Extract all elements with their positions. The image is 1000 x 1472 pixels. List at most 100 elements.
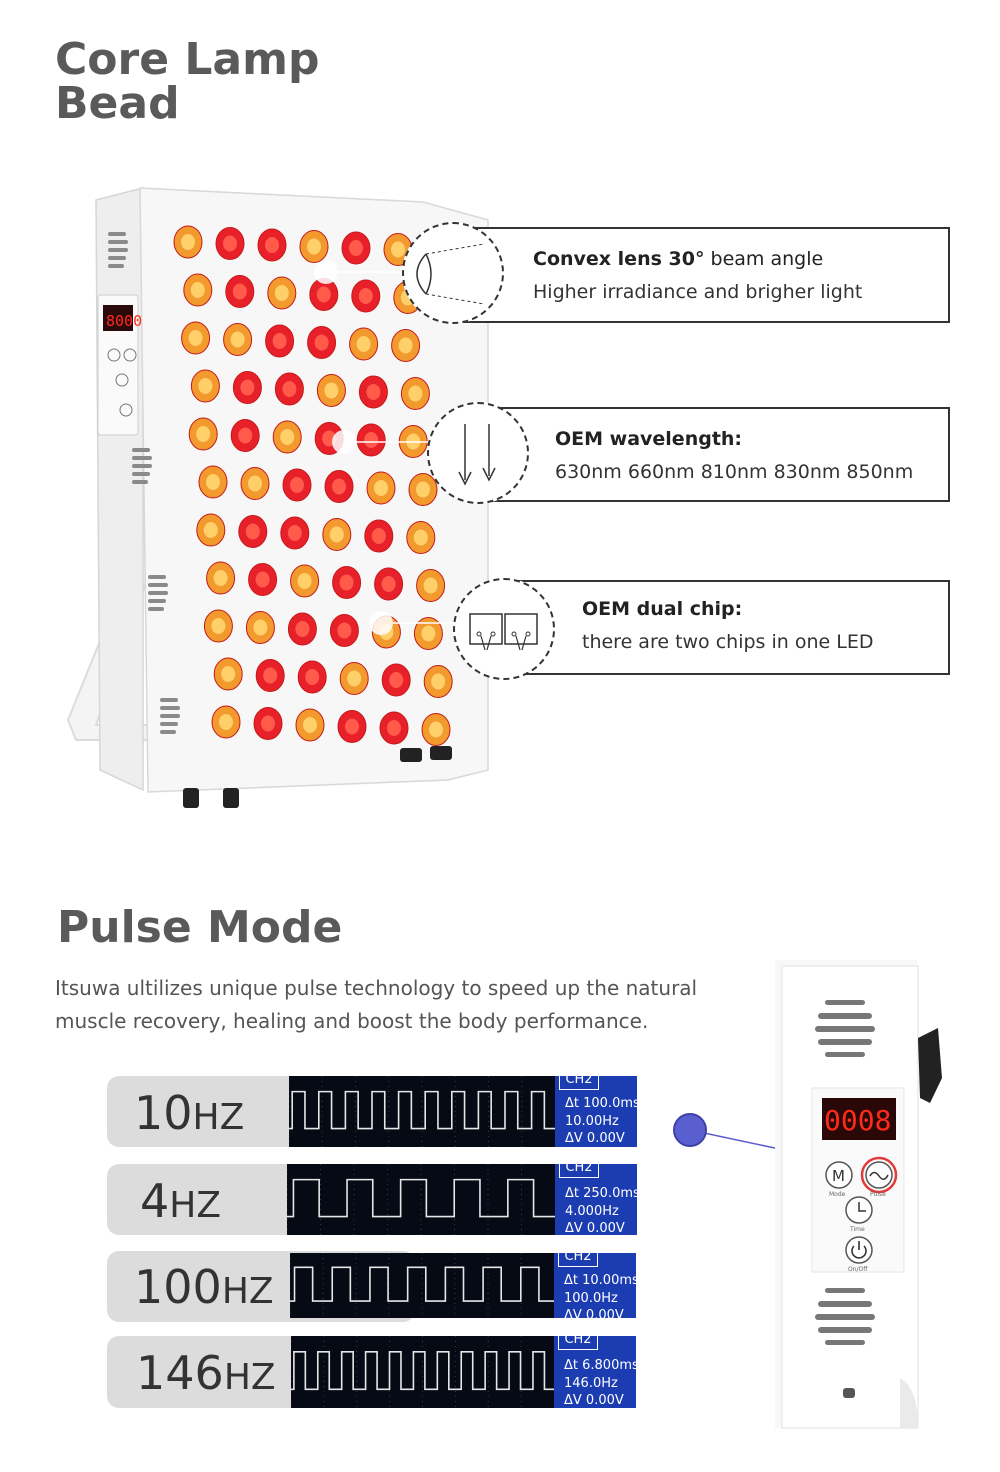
- time-label: Time: [849, 1226, 865, 1233]
- callout-wavelength-title: OEM wavelength:: [555, 428, 743, 450]
- delta-t: Δt 6.800ms: [564, 1358, 636, 1373]
- led-core: [223, 235, 237, 252]
- channel-label: CH2: [558, 1253, 598, 1267]
- led-core: [265, 237, 279, 253]
- led-core: [248, 475, 262, 492]
- delta-t: Δt 250.0ms: [565, 1186, 637, 1201]
- led-core: [203, 522, 218, 538]
- delta-v: ΔV 0.00V: [565, 1221, 625, 1235]
- led-core: [381, 576, 396, 592]
- led-core: [374, 480, 388, 496]
- pulse-description: Itsuwa ultilizes unique pulse technology…: [55, 972, 697, 1038]
- square-wave: [289, 1076, 555, 1147]
- led-core: [280, 429, 295, 445]
- hz-value: 10: [134, 1086, 193, 1140]
- led-core: [371, 528, 386, 544]
- channel-label: CH2: [559, 1076, 599, 1090]
- callout-dual-chip-title: OEM dual chip:: [582, 598, 743, 620]
- callout-lens-title: Convex lens 30° beam angle: [533, 248, 824, 270]
- pulse-description-line-2: muscle recovery, healing and boost the b…: [55, 1009, 649, 1033]
- device-side-image: 0008 M Mode Pulse Time On/Off: [673, 960, 942, 1429]
- hz-value: 4: [140, 1174, 170, 1228]
- device-display: 0008: [824, 1104, 891, 1137]
- frequency: 4.000Hz: [565, 1204, 619, 1219]
- hz-unit: HZ: [169, 1185, 222, 1226]
- mode-icon-glyph: M: [832, 1167, 845, 1185]
- pointer-dot: [673, 1113, 707, 1147]
- oscilloscope-146hz: CH2 Δt 6.800ms 146.0Hz ΔV 0.00V: [291, 1336, 636, 1408]
- led-core: [282, 381, 297, 397]
- led-core: [253, 619, 268, 636]
- lens-icon: [402, 222, 504, 324]
- square-wave: [290, 1253, 554, 1318]
- led-core: [290, 477, 304, 493]
- callout-lens: [453, 227, 950, 323]
- delta-t: Δt 10.00ms: [564, 1273, 636, 1288]
- led-core: [431, 673, 446, 690]
- led-grid: [173, 225, 453, 746]
- led-core: [389, 672, 404, 688]
- square-wave: [287, 1164, 555, 1235]
- frequency: 10.00Hz: [565, 1114, 619, 1129]
- led-core: [337, 622, 352, 639]
- led-core: [398, 337, 413, 354]
- channel-label: CH2: [558, 1336, 598, 1350]
- hz-value: 146: [136, 1346, 224, 1400]
- led-core: [303, 717, 317, 733]
- delta-t: Δt 100.0ms: [565, 1096, 637, 1111]
- mode-label: Mode: [829, 1191, 846, 1198]
- led-core: [305, 669, 320, 685]
- channel-label: CH2: [559, 1164, 599, 1178]
- pulse-description-line-1: Itsuwa ultilizes unique pulse technology…: [55, 976, 698, 1000]
- led-core: [356, 336, 371, 352]
- led-core: [423, 577, 438, 594]
- callout-lens-text: Higher irradiance and brigher light: [533, 281, 863, 303]
- led-core: [190, 282, 205, 298]
- led-core: [238, 427, 253, 444]
- onoff-label: On/Off: [848, 1266, 868, 1273]
- led-core: [347, 670, 362, 687]
- led-core: [364, 432, 379, 448]
- led-core: [316, 286, 331, 303]
- hz-unit: HZ: [223, 1357, 276, 1398]
- callout-wavelength: [478, 407, 950, 502]
- led-core: [240, 379, 255, 396]
- section-title-core-lamp: Core Lamp Bead: [55, 38, 319, 126]
- panel-display: 8000: [106, 312, 142, 330]
- led-core: [349, 240, 363, 256]
- led-core: [324, 382, 339, 399]
- callout-dual-chip: [505, 580, 950, 675]
- led-core: [232, 283, 247, 300]
- led-core: [413, 529, 428, 546]
- waveform-trace: [291, 1351, 554, 1391]
- led-core: [366, 384, 381, 400]
- led-core: [314, 334, 329, 351]
- led-core: [387, 720, 401, 736]
- frequency: 100.0Hz: [564, 1291, 618, 1306]
- title-line-1: Core Lamp: [55, 34, 320, 85]
- red-light-panel-image: 8000: [66, 187, 489, 808]
- oscilloscope-4hz: CH2 Δt 250.0ms 4.000Hz ΔV 0.00V: [287, 1164, 637, 1235]
- frequency: 146.0Hz: [564, 1376, 618, 1391]
- oscilloscope-100hz: CH2 Δt 10.00ms 100.0Hz ΔV 0.00V: [290, 1253, 636, 1318]
- led-core: [274, 285, 289, 301]
- led-core: [198, 378, 213, 394]
- waveform-trace: [290, 1266, 554, 1302]
- led-core: [188, 330, 203, 346]
- arrows-down-icon: [427, 402, 529, 504]
- pulse-label: Pulse: [870, 1191, 886, 1198]
- led-core: [219, 714, 233, 730]
- led-core: [230, 331, 245, 348]
- callout-wavelength-text: 630nm 660nm 810nm 830nm 850nm: [555, 461, 914, 483]
- led-core: [358, 288, 373, 304]
- waveform-trace: [287, 1178, 555, 1218]
- led-core: [221, 666, 236, 682]
- led-core: [211, 618, 226, 634]
- led-core: [429, 721, 443, 738]
- callout-dual-chip-text: there are two chips in one LED: [582, 631, 874, 653]
- led-core: [255, 571, 270, 588]
- led-core: [297, 573, 312, 589]
- oscilloscope-10hz: CH2 Δt 100.0ms 10.00Hz ΔV 0.00V: [289, 1076, 637, 1147]
- hz-unit: HZ: [192, 1097, 245, 1138]
- dual-chip-icon: [453, 578, 555, 680]
